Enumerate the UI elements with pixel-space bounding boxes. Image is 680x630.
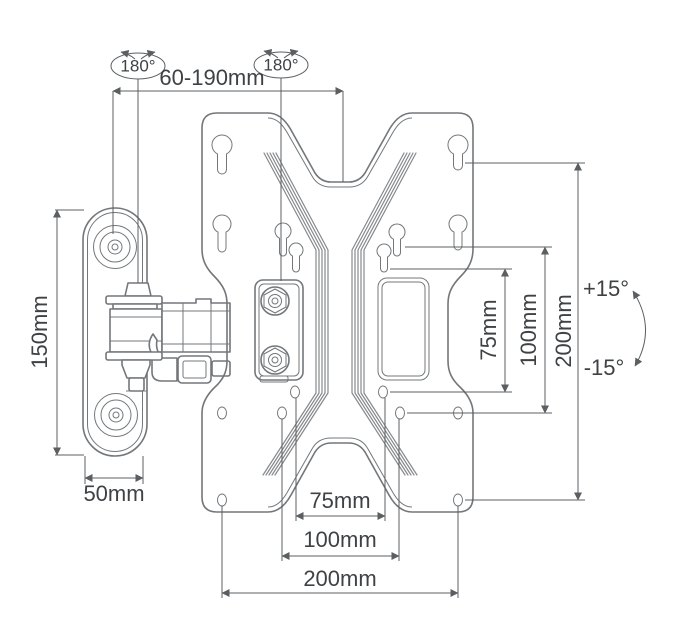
dim-vesa-vertical [390,162,585,501]
center-cutout [377,277,430,381]
vesa-vertical-200-label: 200mm [551,294,576,368]
dim-wall-plate-height [53,209,84,456]
wall-plate-height-label: 150mm [27,295,52,369]
pivot-nut [121,359,151,379]
vesa-vertical-75-label: 75mm [476,299,501,361]
vesa-vertical-100-label: 100mm [516,293,541,367]
vesa-horizontal-75-label: 75mm [309,488,371,513]
vesa-plate [201,112,474,513]
dim-vesa-horizontal [221,398,459,598]
dim-extension-range [112,87,344,234]
clamp-block [177,355,212,384]
swivel-indicator-left [110,49,166,283]
tilt-indicator [632,290,646,367]
reinforcement-rib-left [262,152,329,476]
vesa-horizontal-100-label: 100mm [303,527,377,552]
tv-bracket [254,279,304,383]
dim-wall-plate-width [84,456,144,484]
wall-plate-boss-bottom [94,393,138,437]
clamp-hook [148,333,178,382]
hinge-arm-assembly [105,282,231,392]
wall-plate-boss-top [93,225,137,269]
wall-plate-width-label: 50mm [83,481,145,506]
reinforcement-rib-right [351,152,418,476]
hex-screw-bottom [260,345,290,375]
swivel-left-label: 180° [120,56,156,76]
swivel-right-label: 180° [263,55,299,75]
swivel-indicator-right [253,48,309,281]
hex-screw-top [260,286,290,316]
vesa-plate-outline [201,112,474,513]
dimension-lines [53,48,646,598]
vesa-horizontal-200-label: 200mm [303,566,377,591]
keyhole-slots [211,134,469,273]
tilt-down-label: -15° [583,355,625,380]
tilt-up-label: +15° [582,276,630,301]
extension-range-label: 60-190mm [159,65,265,90]
